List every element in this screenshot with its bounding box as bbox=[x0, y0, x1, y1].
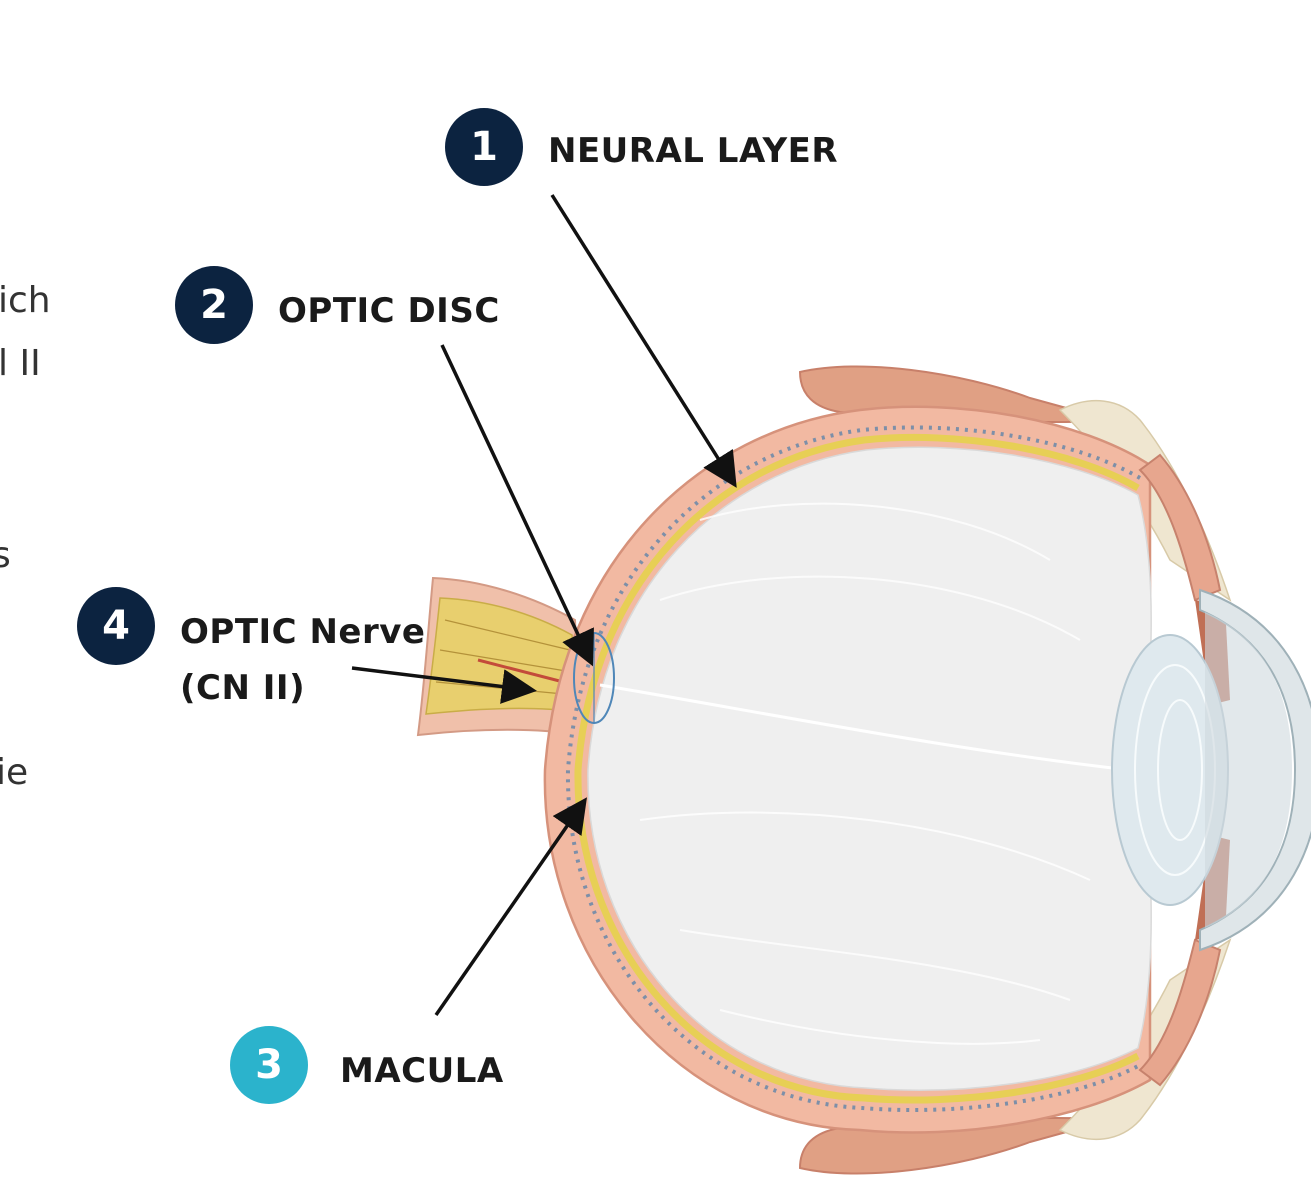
ciliary-body-bottom bbox=[1138, 938, 1222, 1087]
callout-1-badge: 1 bbox=[445, 108, 523, 186]
callout-3-badge: 3 bbox=[230, 1026, 308, 1104]
left-text-fragment: s bbox=[0, 535, 11, 576]
callout-4-label: OPTIC Nerve bbox=[180, 612, 426, 652]
arrow-optic-nerve bbox=[351, 666, 537, 704]
left-text-fragment: l II bbox=[0, 343, 41, 384]
callout-2-badge: 2 bbox=[175, 266, 253, 344]
arrow-neural-layer bbox=[550, 194, 737, 488]
retina bbox=[574, 433, 1140, 1104]
callout-3-label: MACULA bbox=[340, 1051, 504, 1091]
callout-4-label-line2: (CN II) bbox=[180, 668, 306, 708]
ciliary-body-top bbox=[1138, 453, 1222, 602]
arrow-optic-disc bbox=[440, 344, 594, 667]
callout-2-label: OPTIC DISC bbox=[278, 291, 500, 331]
callout-4-badge: 4 bbox=[77, 587, 155, 665]
arrow-macula bbox=[434, 797, 587, 1016]
callout-1-label: NEURAL LAYER bbox=[548, 131, 839, 171]
cornea bbox=[1199, 588, 1311, 952]
left-text-fragment: ich bbox=[0, 280, 51, 321]
left-text-fragment: ie bbox=[0, 752, 29, 793]
